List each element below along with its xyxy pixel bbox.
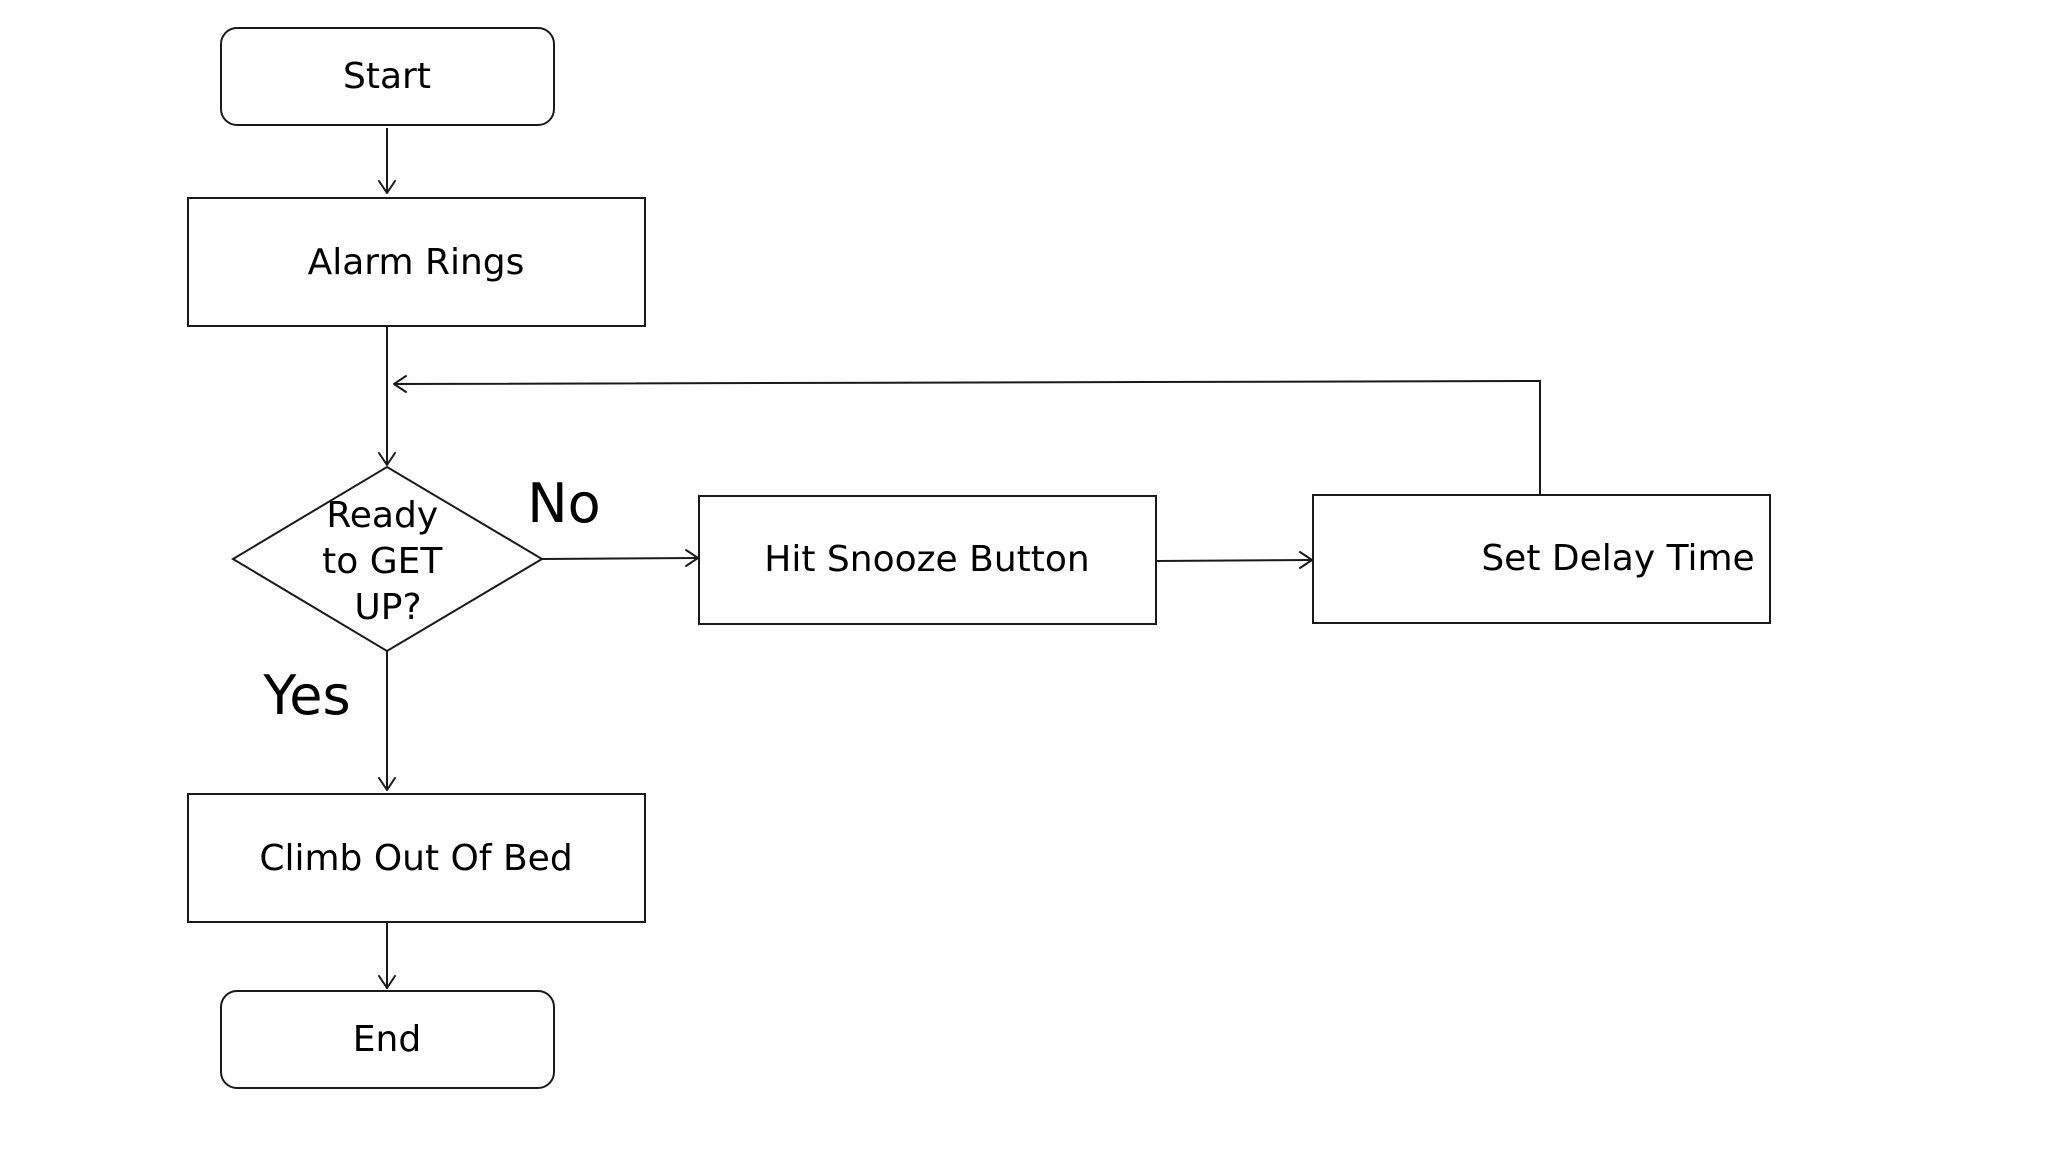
start-node-shape xyxy=(220,27,555,126)
connector-climb-to-end xyxy=(378,922,396,989)
set-delay-node: Set Delay Time xyxy=(1312,494,1771,624)
branch-label-yes: Yes xyxy=(262,664,350,727)
arrowhead-icon xyxy=(393,375,407,393)
hit-snooze-node: Hit Snooze Button xyxy=(698,495,1157,625)
arrowhead-icon xyxy=(378,975,396,989)
set-delay-label: Set Delay Time xyxy=(1481,538,1754,579)
connector-line xyxy=(1155,559,1312,562)
alarm-rings-shape xyxy=(187,197,646,327)
start-node: Start xyxy=(220,27,555,126)
connector-decision-to-snooze xyxy=(541,549,699,567)
connector-start-to-alarm xyxy=(378,128,396,194)
arrowhead-icon xyxy=(378,180,396,194)
end-node-shape xyxy=(220,990,555,1089)
decision-label-line-2: to GET xyxy=(322,541,443,582)
arrowhead-icon xyxy=(378,452,396,466)
decision-label: Ready to GET UP? xyxy=(322,495,454,628)
set-delay-shape xyxy=(1312,494,1771,624)
branch-label-no: No xyxy=(527,472,600,535)
decision-label-line-3: UP? xyxy=(354,587,421,628)
alarm-rings-label: Alarm Rings xyxy=(308,242,525,283)
end-node: End xyxy=(220,990,555,1089)
start-node-label: Start xyxy=(343,56,431,97)
connector-snooze-to-delay xyxy=(1155,551,1313,569)
connector-line xyxy=(541,557,698,560)
connector-line xyxy=(393,379,1541,494)
hit-snooze-label: Hit Snooze Button xyxy=(764,539,1089,580)
decision-label-line-1: Ready xyxy=(326,495,438,536)
connector-alarm-to-decision xyxy=(378,326,396,466)
alarm-rings-node: Alarm Rings xyxy=(187,197,646,327)
connector-delay-loop-back xyxy=(393,375,1541,494)
climb-out-shape xyxy=(187,793,646,923)
connector-decision-to-climb xyxy=(378,651,396,791)
end-node-label: End xyxy=(353,1019,421,1060)
arrowhead-icon xyxy=(378,777,396,791)
climb-out-label: Climb Out Of Bed xyxy=(259,838,572,879)
climb-out-node: Climb Out Of Bed xyxy=(187,793,646,923)
decision-node: Ready to GET UP? xyxy=(231,465,544,653)
